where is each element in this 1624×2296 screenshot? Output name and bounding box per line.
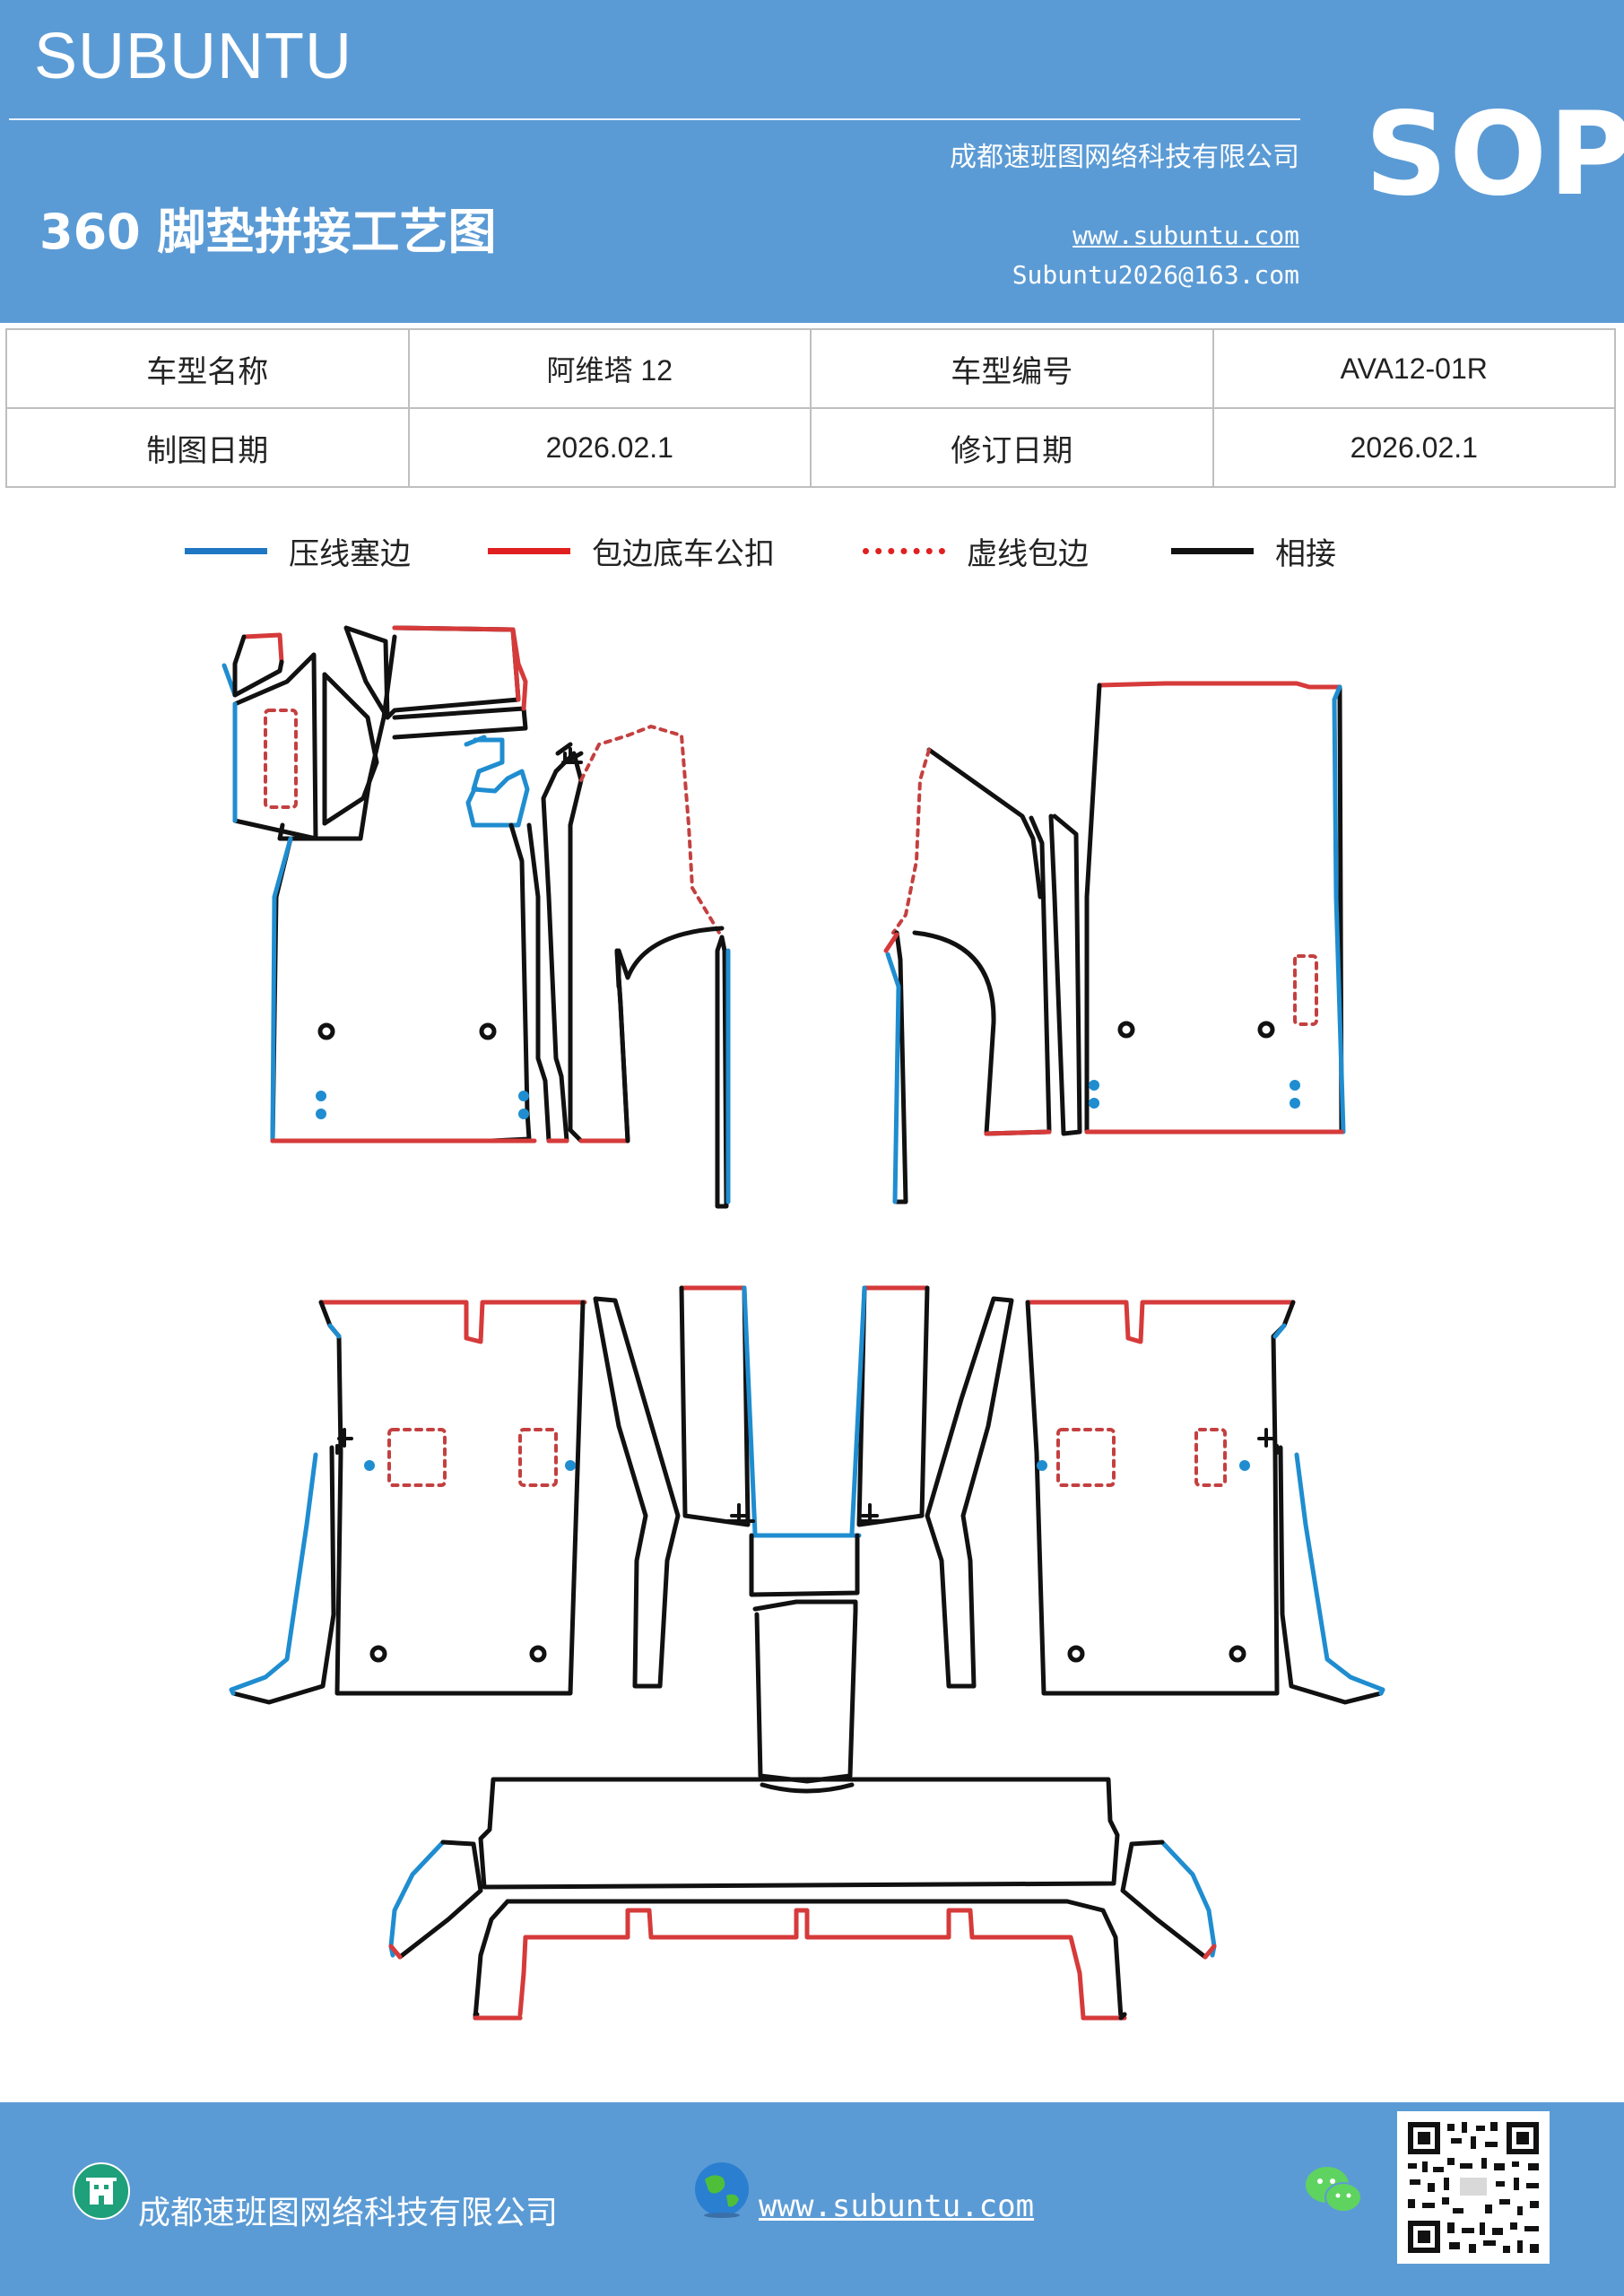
legend-label: 相接	[1275, 535, 1336, 572]
footer-company: 成都速班图网络科技有限公司	[138, 2195, 559, 2231]
table-cell-value: 2026.02.1	[1211, 407, 1616, 488]
legend-item-joined: 相接	[1171, 524, 1336, 578]
building-icon	[73, 2162, 130, 2220]
legend-swatch	[185, 547, 267, 554]
legend-swatch	[488, 547, 570, 554]
legend-label: 压线塞边	[289, 535, 411, 572]
legend-label: 虚线包边	[967, 535, 1089, 572]
table-cell-label: 车型名称	[5, 328, 410, 409]
qr-code-pattern	[1404, 2118, 1550, 2264]
brand-logo-text: SUBUNTU	[34, 21, 353, 92]
table-cell-label: 车型编号	[810, 328, 1214, 409]
legend-label: 包边底车公扣	[592, 535, 775, 572]
legend-item-edge-wrap: 包边底车公扣	[488, 524, 775, 578]
table-cell-value: 阿维塔 12	[407, 328, 812, 409]
footer-website-link[interactable]: www.subuntu.com	[759, 2188, 1035, 2224]
legend-swatch	[863, 547, 945, 554]
header-divider	[9, 118, 1300, 120]
header-email: Subuntu2026@163.com	[1012, 260, 1299, 290]
front-left-mat-group	[221, 625, 731, 1209]
legend-item-dotted-wrap: 虚线包边	[863, 524, 1089, 578]
header-website-link[interactable]: www.subuntu.com	[1073, 221, 1299, 250]
wechat-icon	[1306, 2167, 1362, 2213]
table-cell-value: 2026.02.1	[407, 407, 812, 488]
qr-code	[1397, 2111, 1550, 2264]
page-title: 360 脚垫拼接工艺图	[39, 204, 497, 260]
legend-swatch	[1171, 547, 1254, 554]
trunk-mat-group	[388, 1777, 1217, 2021]
table-cell-label: 修订日期	[810, 407, 1214, 488]
header-banner	[0, 0, 1624, 323]
table-cell-value: AVA12-01R	[1211, 328, 1616, 409]
table-cell-label: 制图日期	[5, 407, 410, 488]
header-company: 成都速班图网络科技有限公司	[950, 142, 1299, 173]
vehicle-info-table: 车型名称 阿维塔 12 车型编号 AVA12-01R 制图日期 2026.02.…	[5, 328, 1616, 488]
front-right-mat-group	[883, 681, 1346, 1205]
rear-mats-group	[229, 1285, 1385, 1784]
sop-badge: SOP	[1365, 88, 1624, 222]
globe-icon	[695, 2162, 749, 2218]
table-row: 车型名称 阿维塔 12 车型编号 AVA12-01R	[5, 328, 1616, 409]
table-row: 制图日期 2026.02.1 修订日期 2026.02.1	[5, 407, 1616, 488]
legend-item-press-line: 压线塞边	[185, 524, 411, 578]
